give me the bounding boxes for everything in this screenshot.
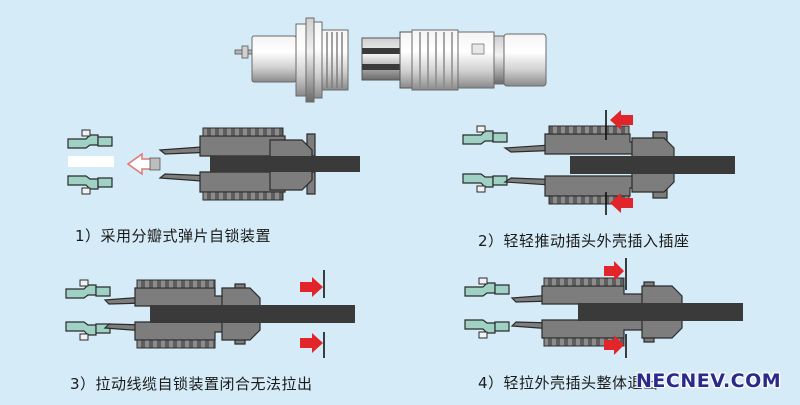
pull-arrow-icon — [300, 333, 323, 353]
pull-arrow-icon — [604, 261, 624, 281]
panel-1-diagram — [67, 127, 360, 201]
pull-arrow-icon — [604, 335, 624, 355]
push-arrow-icon — [610, 193, 633, 213]
pull-arrow-icon — [300, 277, 323, 297]
push-arrow-icon — [610, 110, 633, 130]
insert-arrow-icon — [126, 152, 161, 176]
panel-2-diagram — [462, 110, 735, 215]
caption-step-3: 3）拉动线缆自锁装置闭合无法拉出 — [70, 375, 313, 393]
caption-step-1: 1）采用分瓣式弹片自锁装置 — [75, 227, 271, 245]
caption-step-4: 4）轻拉外壳插头整体退出 — [478, 374, 659, 392]
connector-photo — [234, 17, 547, 103]
caption-step-2: 2）轻轻推动插头外壳插入插座 — [478, 232, 690, 250]
watermark: NECNEV.COM — [636, 370, 782, 392]
panel-4-diagram — [464, 258, 743, 358]
panel-3-diagram — [65, 270, 355, 358]
